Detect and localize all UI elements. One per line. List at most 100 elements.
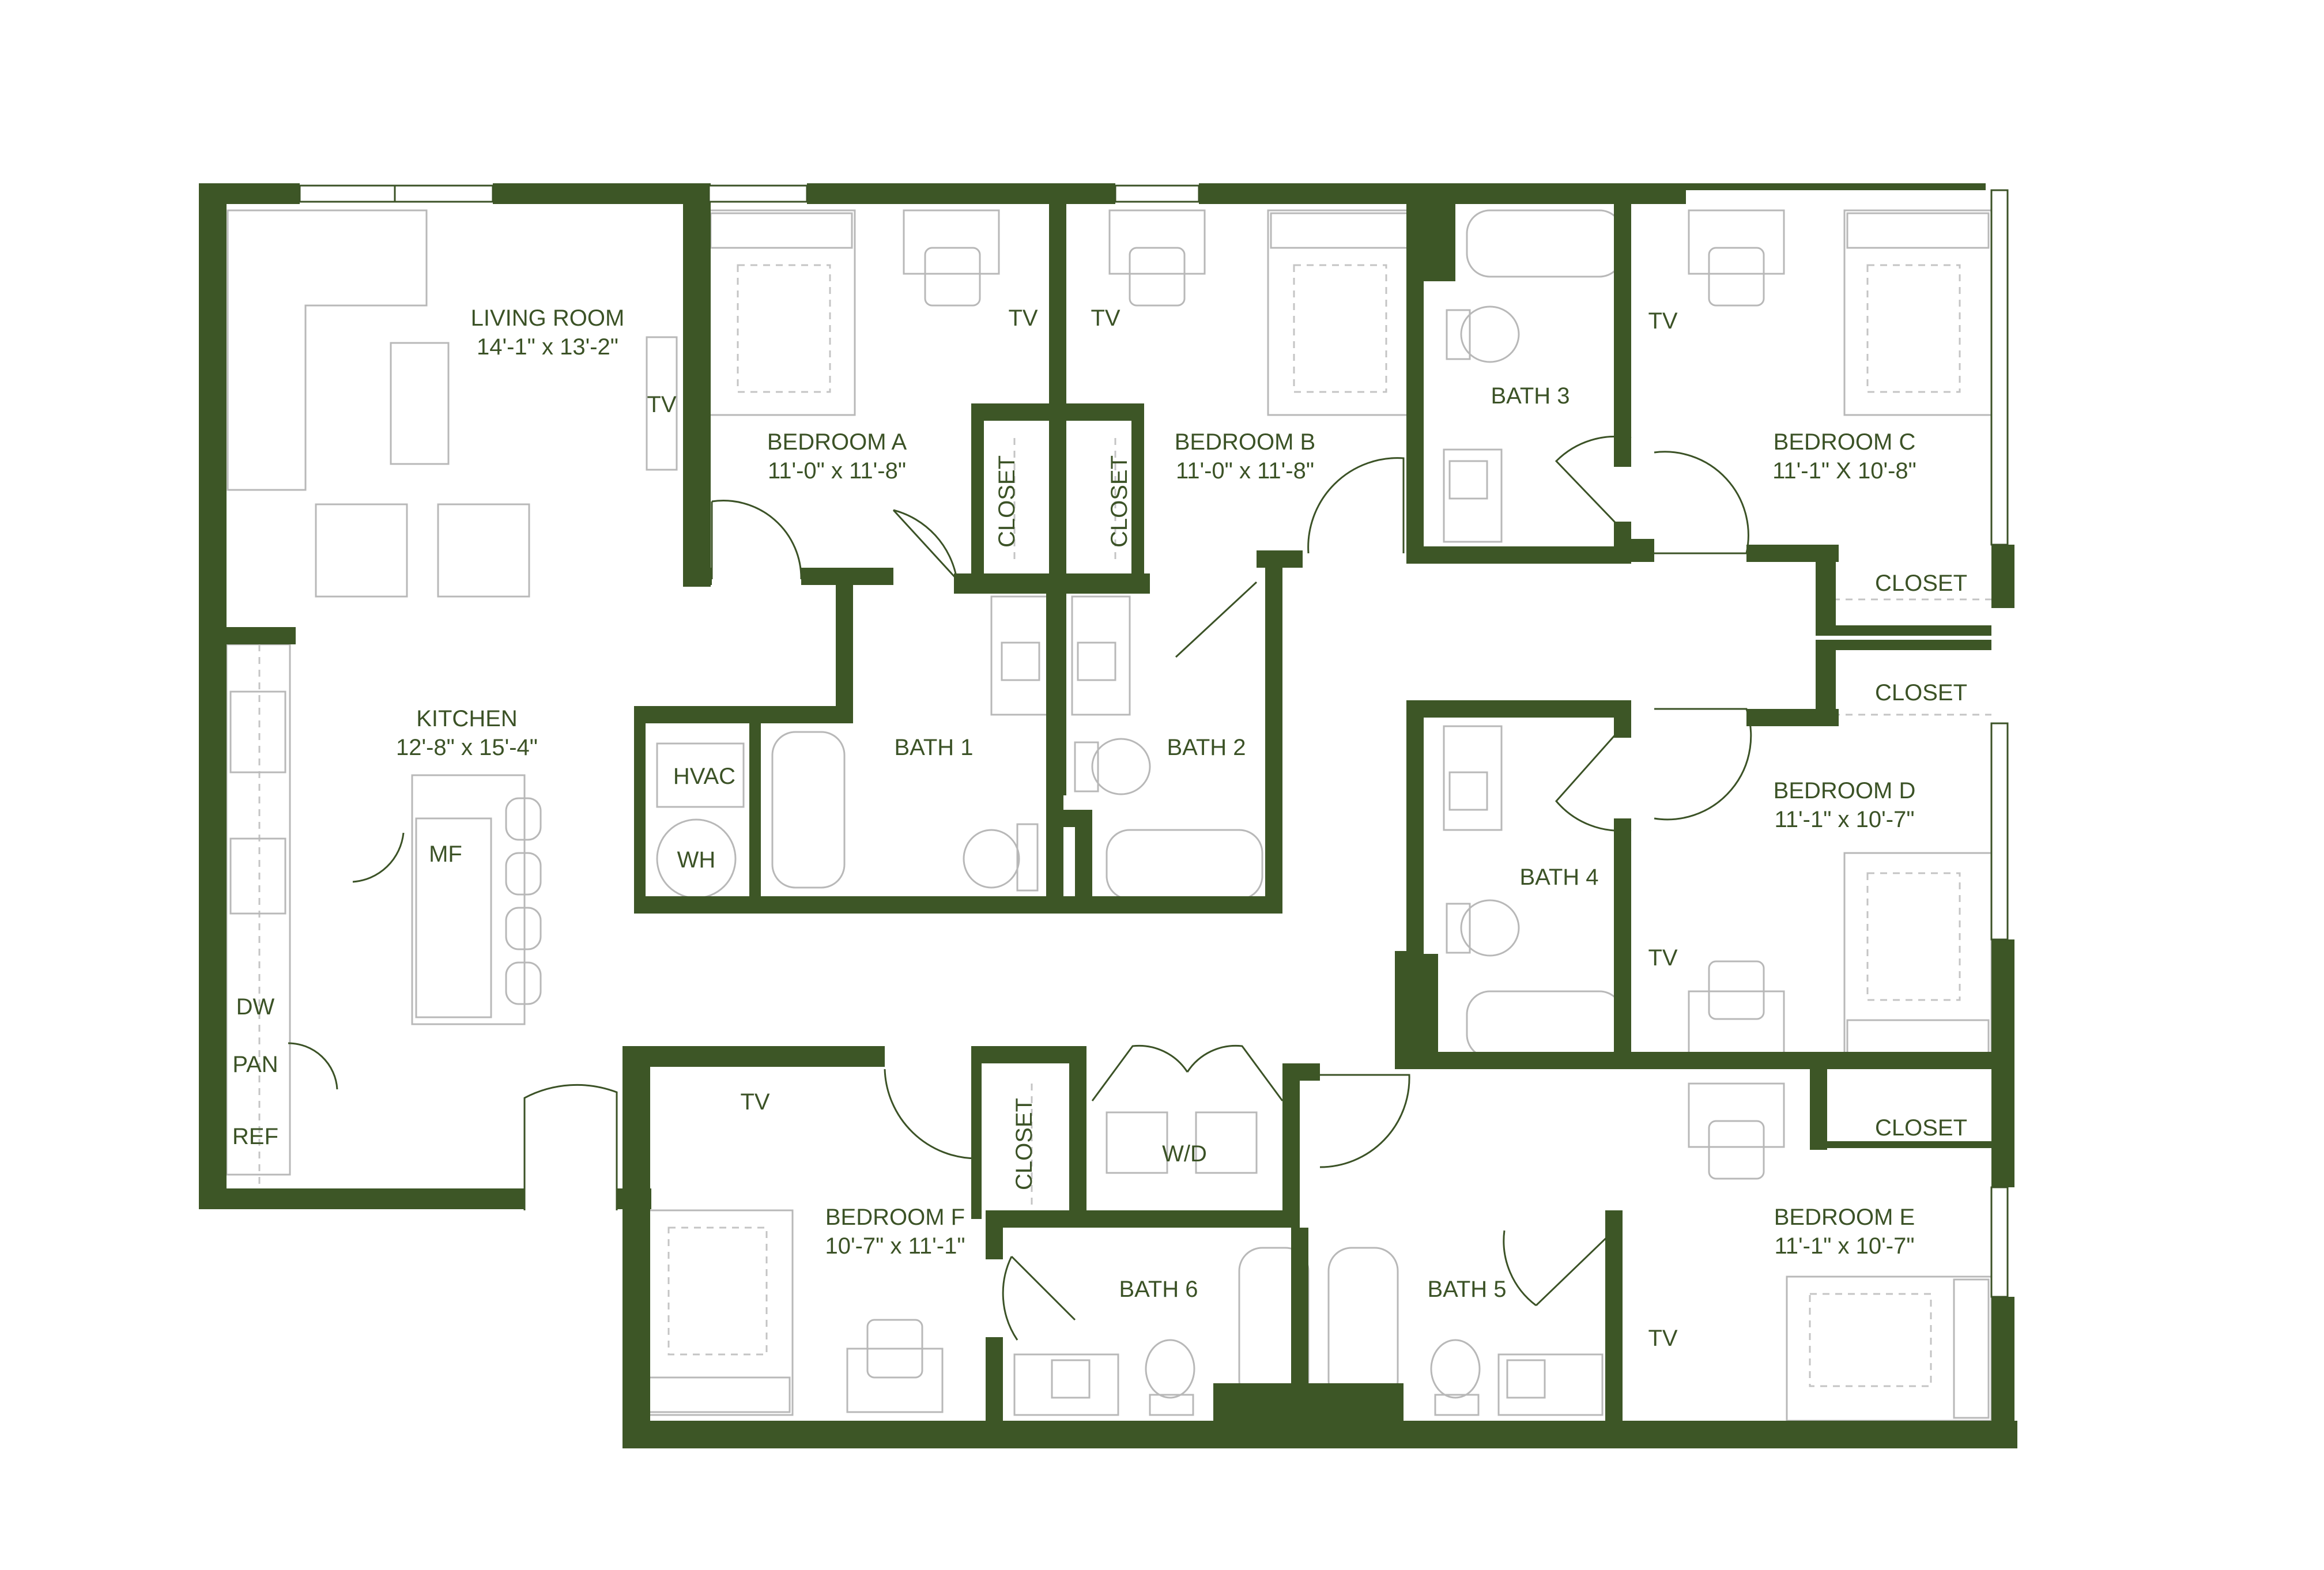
- chair-e: [1708, 1120, 1765, 1180]
- bed-f: [644, 1209, 794, 1416]
- wall-bedroom-f-left: [622, 1046, 650, 1448]
- door-entry: [523, 1084, 618, 1210]
- dryer: [1195, 1111, 1258, 1174]
- ref-label: REF: [232, 1124, 278, 1149]
- wall-bedroom-b-right: [1406, 183, 1424, 564]
- chair-a: [924, 247, 981, 307]
- tv-stand-living: [646, 336, 678, 471]
- wall-bedroom-d-top: [1746, 709, 1839, 726]
- room-name-bedroom-f: BEDROOM F: [825, 1205, 965, 1230]
- tub-bath4: [1466, 990, 1624, 1059]
- wall-closet-f-top: [971, 1046, 1086, 1063]
- door-bath2: [1175, 581, 1258, 658]
- sink-bath4: [1443, 725, 1503, 831]
- sink-bath2: [1071, 595, 1131, 716]
- tv-label-bedroom-a: TV: [1008, 305, 1038, 331]
- door-bedroom-a: [711, 500, 802, 580]
- wall-bedroom-d-bottom: [1406, 1052, 1991, 1069]
- wall-hvac-top: [634, 706, 853, 723]
- wall-closet-d-top: [1816, 640, 1991, 650]
- sofa: [227, 209, 428, 491]
- room-dims-bedroom-b: 11'-0" x 11'-8": [1176, 458, 1314, 484]
- room-name-bath-1: BATH 1: [894, 735, 973, 760]
- tv-label-bedroom-d: TV: [1648, 945, 1677, 971]
- tub-bath5: [1327, 1247, 1399, 1405]
- windows-layer: [299, 184, 2009, 1298]
- bed-a: [707, 209, 856, 416]
- bed-d: [1843, 852, 1993, 1059]
- door-wd-left: [1091, 1044, 1189, 1101]
- kitchen-counter: [225, 643, 291, 1176]
- wall-bath2-right: [1265, 550, 1282, 914]
- stool-2: [505, 852, 542, 896]
- toilet-bath2: [1091, 738, 1151, 795]
- desk-c: [1688, 209, 1785, 275]
- mf-label: MF: [429, 841, 462, 867]
- stool-1: [505, 797, 542, 841]
- tub-bath3: [1466, 209, 1624, 278]
- wall-wd-left: [1069, 1046, 1086, 1225]
- desk-f: [846, 1348, 944, 1413]
- wall-bath3-left-top: [1424, 183, 1455, 281]
- bed-c: [1843, 209, 1993, 416]
- room-dims-bedroom-a: 11'-0" x 11'-8": [768, 458, 906, 484]
- tub-bath2: [1106, 829, 1263, 900]
- closet-label-b: CLOSET: [1107, 455, 1132, 548]
- wall-exterior-top-5: [1686, 183, 1986, 190]
- room-name-bath-6: BATH 6: [1119, 1277, 1198, 1302]
- wall-exterior-left: [199, 183, 227, 1209]
- door-bath4: [1555, 723, 1632, 832]
- hvac-unit: [656, 742, 745, 808]
- walls-layer: [199, 183, 2017, 1448]
- wall-bath3-right: [1614, 190, 1631, 467]
- tv-label-bedroom-c: TV: [1648, 308, 1677, 334]
- wall-bath6-left-low: [986, 1337, 1003, 1424]
- room-name-bath-2: BATH 2: [1167, 735, 1246, 760]
- room-name-bedroom-e: BEDROOM E: [1774, 1205, 1915, 1230]
- room-name-kitchen: KITCHEN: [416, 706, 518, 731]
- furniture-layer: [225, 209, 1993, 1422]
- toilet-bath3: [1460, 305, 1520, 363]
- window-bedroom-a: [708, 184, 808, 203]
- tv-label-bedroom-e: TV: [1648, 1326, 1677, 1351]
- desk-d: [1688, 990, 1785, 1056]
- closet-label-a: CLOSET: [994, 455, 1020, 548]
- window-bedroom-c: [1990, 189, 2009, 546]
- wall-bedroom-a-b: [1049, 183, 1066, 420]
- wall-closet-f-left: [971, 1046, 982, 1219]
- tv-label-bedroom-b: TV: [1091, 305, 1120, 331]
- wall-exterior-right-2: [1991, 939, 2014, 1187]
- wall-bath4-right-low: [1614, 818, 1631, 1066]
- wd-label: W/D: [1162, 1141, 1207, 1167]
- door-bedroom-d: [1654, 708, 1752, 821]
- room-name-bath-5: BATH 5: [1427, 1277, 1506, 1302]
- desk-e: [1688, 1082, 1785, 1148]
- wall-bath4-top: [1406, 700, 1631, 718]
- wall-bath2-top-right: [1257, 550, 1303, 568]
- doors-layer: [288, 435, 1752, 1341]
- wall-bath1-left: [836, 568, 853, 715]
- wh-label: WH: [677, 847, 716, 873]
- door-bedroom-c: [1654, 451, 1749, 554]
- wall-kitchen-top: [227, 627, 296, 644]
- tub-bath1: [771, 731, 846, 889]
- kitchen-island: [411, 774, 526, 1025]
- sink-bath6: [1013, 1353, 1119, 1416]
- toilet-bath4: [1460, 899, 1520, 957]
- door-pantry: [288, 1042, 338, 1090]
- wall-closet-c-bottom: [1816, 625, 1991, 636]
- armchair-1: [315, 503, 408, 598]
- stool-4: [505, 961, 542, 1005]
- dw-label: DW: [236, 994, 275, 1020]
- kitchen-sink: [229, 837, 286, 915]
- wall-closet-c-left: [1816, 545, 1836, 628]
- wall-exterior-bottom: [622, 1421, 2017, 1448]
- bed-e: [1786, 1275, 1993, 1422]
- sink-bath5: [1497, 1353, 1604, 1416]
- labels-layer: LIVING ROOM 14'-1" x 13'-2" TV KITCHEN 1…: [232, 305, 1967, 1351]
- chair-b: [1129, 247, 1186, 307]
- wall-bath5-right-top: [1605, 1210, 1623, 1228]
- wall-bath6-left: [986, 1210, 1003, 1259]
- toilet-bath5: [1430, 1339, 1481, 1399]
